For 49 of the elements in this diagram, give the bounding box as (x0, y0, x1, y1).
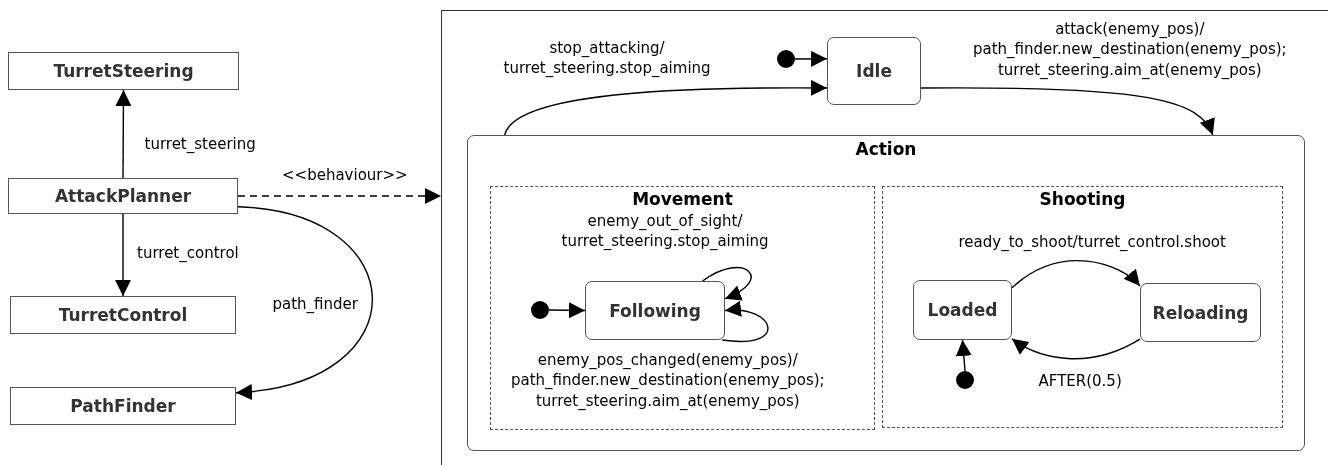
state-name: Idle (856, 61, 892, 81)
edge-label: ready_to_shoot/turret_control.shoot (958, 232, 1226, 253)
class-name: TurretControl (58, 305, 188, 325)
edge-label: turret_steering (144, 134, 256, 155)
class-box (10, 296, 236, 334)
transition-arrow (920, 87, 1214, 136)
dashed-arrow (237, 188, 442, 204)
transition-arrow (115, 213, 131, 297)
transition-arrow (794, 50, 828, 67)
initial-state-dot (777, 50, 795, 68)
transition-arrow (701, 266, 752, 300)
class-box (8, 178, 238, 214)
edge-label: enemy_out_of_sight/ turret_steering.stop_aiming (561, 211, 769, 252)
state-box (585, 281, 725, 340)
transition-arrow (955, 339, 972, 372)
initial-state-dot (956, 371, 974, 389)
edge-label: AFTER(0.5) (1038, 371, 1122, 392)
transition-arrow (1011, 260, 1141, 289)
state-title: Movement (632, 189, 733, 209)
class-name: AttackPlanner (54, 186, 192, 206)
state-box (1140, 283, 1261, 342)
transition-arrow (235, 206, 374, 399)
edge-label: <<behaviour>> (282, 165, 408, 186)
transition-arrow (115, 89, 132, 179)
state-name: Following (609, 300, 701, 321)
transition-arrow (721, 302, 769, 343)
edge-label: stop_attacking/ turret_steering.stop_aiming (503, 38, 711, 79)
state-machine-frame (441, 10, 1328, 465)
region-box (490, 186, 875, 430)
region-box (882, 186, 1283, 428)
edge-label: path_finder (272, 294, 358, 315)
edge-label: enemy_pos_changed(enemy_pos)/ path_finder.new_destination(enemy_pos); turret_steering.aim_at(enemy_pos) (511, 350, 825, 411)
state-name: Loaded (927, 300, 998, 320)
class-name: PathFinder (70, 396, 176, 416)
state-box (913, 280, 1012, 340)
class-box (8, 52, 239, 90)
transition-arrow (504, 79, 828, 136)
class-name: TurretSteering (53, 61, 194, 81)
transition-arrow (548, 302, 586, 319)
initial-state-dot (531, 301, 549, 319)
state-title: Shooting (1039, 189, 1126, 209)
class-box (10, 387, 236, 425)
state-box (827, 37, 921, 105)
edge-label: attack(enemy_pos)/ path_finder.new_destination(enemy_pos); turret_steering.aim_at(enemy_pos) (973, 19, 1287, 80)
composite-state-box (467, 135, 1305, 451)
transition-arrow (1011, 338, 1141, 360)
edge-label: turret_control (137, 243, 239, 264)
state-title: Action (855, 139, 917, 159)
state-name: Reloading (1152, 302, 1249, 323)
